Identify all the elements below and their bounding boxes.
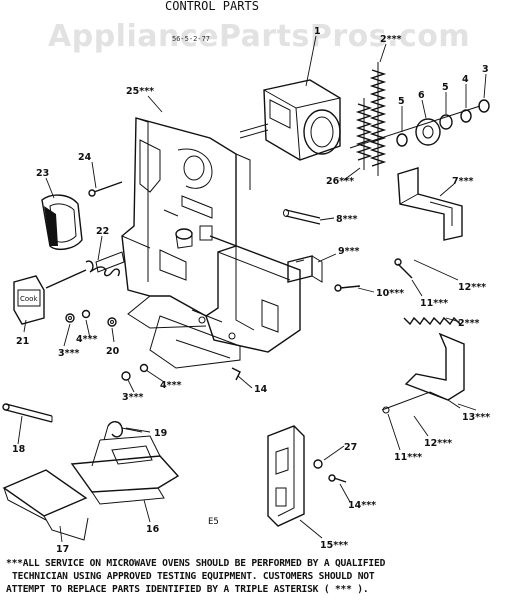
callout-3-left: 3*** [58, 348, 80, 359]
pin-8 [283, 209, 321, 225]
callout-4-left: 4*** [76, 334, 98, 345]
callout-4-lower: 4*** [160, 380, 182, 391]
callout-26: 26*** [326, 176, 354, 187]
micro-switch-9 [287, 255, 323, 283]
callout-20: 20 [106, 346, 120, 357]
callout-11-top: 11*** [420, 298, 448, 309]
timer-knob [41, 194, 83, 251]
callout-14-right: 14*** [348, 500, 376, 511]
diagram-title: CONTROL PARTS [165, 0, 259, 13]
callout-labels: 25*** 24 23 22 21 20 3*** 4*** 3*** 4***… [12, 26, 490, 555]
screws-27-14 [313, 459, 347, 483]
callout-5-a: 5 [398, 96, 405, 107]
callout-27: 27 [344, 442, 357, 453]
callout-3-lower: 3*** [122, 392, 144, 403]
callout-7: 7*** [452, 176, 474, 187]
cook-button-label: Cook [20, 295, 38, 303]
warning-line-2: TECHNICIAN USING APPROVED TESTING EQUIPM… [12, 571, 375, 582]
callout-13: 13*** [462, 412, 490, 423]
service-warning: ***ALL SERVICE ON MICROWAVE OVENS SHOULD… [6, 557, 502, 596]
callout-16: 16 [146, 524, 160, 535]
shaft-spring [45, 228, 193, 289]
leader-lines [17, 35, 487, 543]
drawing-code: E5 [208, 517, 219, 527]
callout-5-b: 5 [442, 82, 449, 93]
callout-19: 19 [154, 428, 167, 439]
chassis-base [149, 235, 301, 369]
callout-2-right: 2*** [458, 318, 480, 329]
warning-line-3: ATTEMPT TO REPLACE PARTS IDENTIFIED BY A… [6, 584, 369, 595]
callout-2-top: 2*** [380, 34, 402, 45]
cook-button: Cook [13, 275, 45, 325]
callout-10: 10*** [376, 288, 404, 299]
watermark: AppliancePartsPros.com [48, 19, 470, 54]
washer-stack [349, 99, 490, 149]
rod [2, 403, 53, 423]
callout-18: 18 [12, 444, 26, 455]
lever-bracket [70, 435, 180, 505]
screws-10-11 [334, 258, 413, 292]
bracket-7 [397, 167, 463, 241]
warning-line-1: ***ALL SERVICE ON MICROWAVE OVENS SHOULD… [6, 558, 386, 569]
callout-17: 17 [56, 544, 69, 555]
drawing-number: 56-5-2-77 [172, 35, 210, 43]
callout-12-top: 12*** [458, 282, 486, 293]
callout-12-lower: 12*** [424, 438, 452, 449]
chassis-bracket [121, 117, 251, 329]
bracket-13 [381, 332, 465, 414]
torsion-spring [103, 421, 143, 441]
timer-motor [239, 79, 341, 161]
callout-8: 8*** [336, 214, 358, 225]
callout-23: 23 [36, 168, 49, 179]
callout-22: 22 [96, 226, 109, 237]
callout-6: 6 [418, 90, 425, 101]
callout-14: 14 [254, 384, 268, 395]
callout-4: 4 [462, 74, 469, 85]
callout-15: 15*** [320, 540, 348, 551]
door-lever [2, 469, 89, 541]
callout-1: 1 [314, 26, 321, 37]
spring-26 [355, 98, 373, 170]
spring-right [403, 316, 461, 326]
fasteners-left [65, 309, 241, 381]
callout-11-lower: 11*** [394, 452, 422, 463]
callout-24: 24 [78, 152, 92, 163]
spring-top [369, 62, 387, 176]
callout-9: 9*** [338, 246, 360, 257]
callout-3: 3 [482, 64, 489, 75]
bracket-15 [267, 425, 305, 527]
callout-21: 21 [16, 336, 29, 347]
callout-25: 25*** [126, 86, 154, 97]
screw-24 [88, 181, 123, 197]
